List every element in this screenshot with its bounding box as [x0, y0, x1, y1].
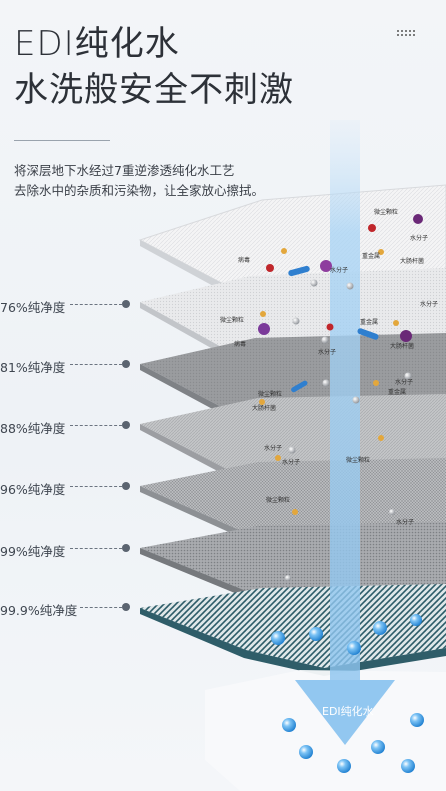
leader-line [70, 364, 122, 365]
particle-label-virus: 病毒 [238, 256, 250, 264]
description-line1: 将深层地下水经过7重逆渗透纯化水工艺 [14, 163, 235, 178]
particle-label-water: 水分子 [264, 444, 282, 452]
leader-line [70, 425, 122, 426]
particle-label-ecoli: 大肠杆菌 [390, 342, 414, 350]
particle-label-water: 水分子 [420, 300, 438, 308]
purity-label-96: 96%纯净度 [0, 482, 66, 497]
purity-label-99: 99%纯净度 [0, 544, 66, 559]
leader-line [70, 548, 122, 549]
particle-label-dust: 微尘颗粒 [220, 316, 244, 324]
particle-label-dust: 微尘颗粒 [346, 456, 370, 464]
contaminant-particles [258, 214, 423, 581]
headline-line1: EDI纯化水 [14, 24, 180, 64]
purity-label-81: 81%纯净度 [0, 360, 66, 375]
leader-line [80, 607, 122, 608]
purity-label-88: 88%纯净度 [0, 421, 66, 436]
particle-label-ecoli: 大肠杆菌 [252, 404, 276, 412]
particle-label-dust: 微尘颗粒 [374, 208, 398, 216]
particle-label-metal: 重金属 [388, 388, 406, 396]
menu-dots-icon [397, 30, 415, 36]
leader-dot [122, 603, 130, 611]
particle-labels: 微尘颗粒 病毒 重金属 大肠杆菌 水分子 水分子 微尘颗粒 病毒 重金属 大肠杆… [220, 208, 438, 526]
particle-label-dust: 微尘颗粒 [266, 496, 290, 504]
headline-line2: 水洗般安全不刺激 [14, 70, 294, 110]
leader-dot [122, 360, 130, 368]
leader-dot [122, 300, 130, 308]
particle-label-metal: 重金属 [360, 318, 378, 326]
divider-line [14, 140, 110, 141]
particle-label-water: 水分子 [282, 458, 300, 466]
purity-label-76: 76%纯净度 [0, 300, 66, 315]
particle-label-virus: 病毒 [234, 340, 246, 348]
leader-dot [122, 421, 130, 429]
particle-label-water: 水分子 [395, 378, 413, 386]
water-molecules [271, 614, 424, 773]
leader-dot [122, 482, 130, 490]
particle-label-water: 水分子 [330, 266, 348, 274]
particle-label-metal: 重金属 [362, 252, 380, 260]
particle-label-dust: 微尘颗粒 [258, 390, 282, 398]
particle-label-water: 水分子 [410, 234, 428, 242]
purity-label-99-9: 99.9%纯净度 [0, 603, 78, 618]
particle-label-ecoli: 大肠杆菌 [400, 257, 424, 265]
leader-line [70, 486, 122, 487]
particle-label-water: 水分子 [318, 348, 336, 356]
description-line2: 去除水中的杂质和污染物，让全家放心擦拭。 [14, 183, 265, 198]
edi-water-label: EDI纯化水 [322, 705, 374, 718]
leader-dot [122, 544, 130, 552]
leader-line [70, 304, 122, 305]
particle-label-water: 水分子 [396, 518, 414, 526]
